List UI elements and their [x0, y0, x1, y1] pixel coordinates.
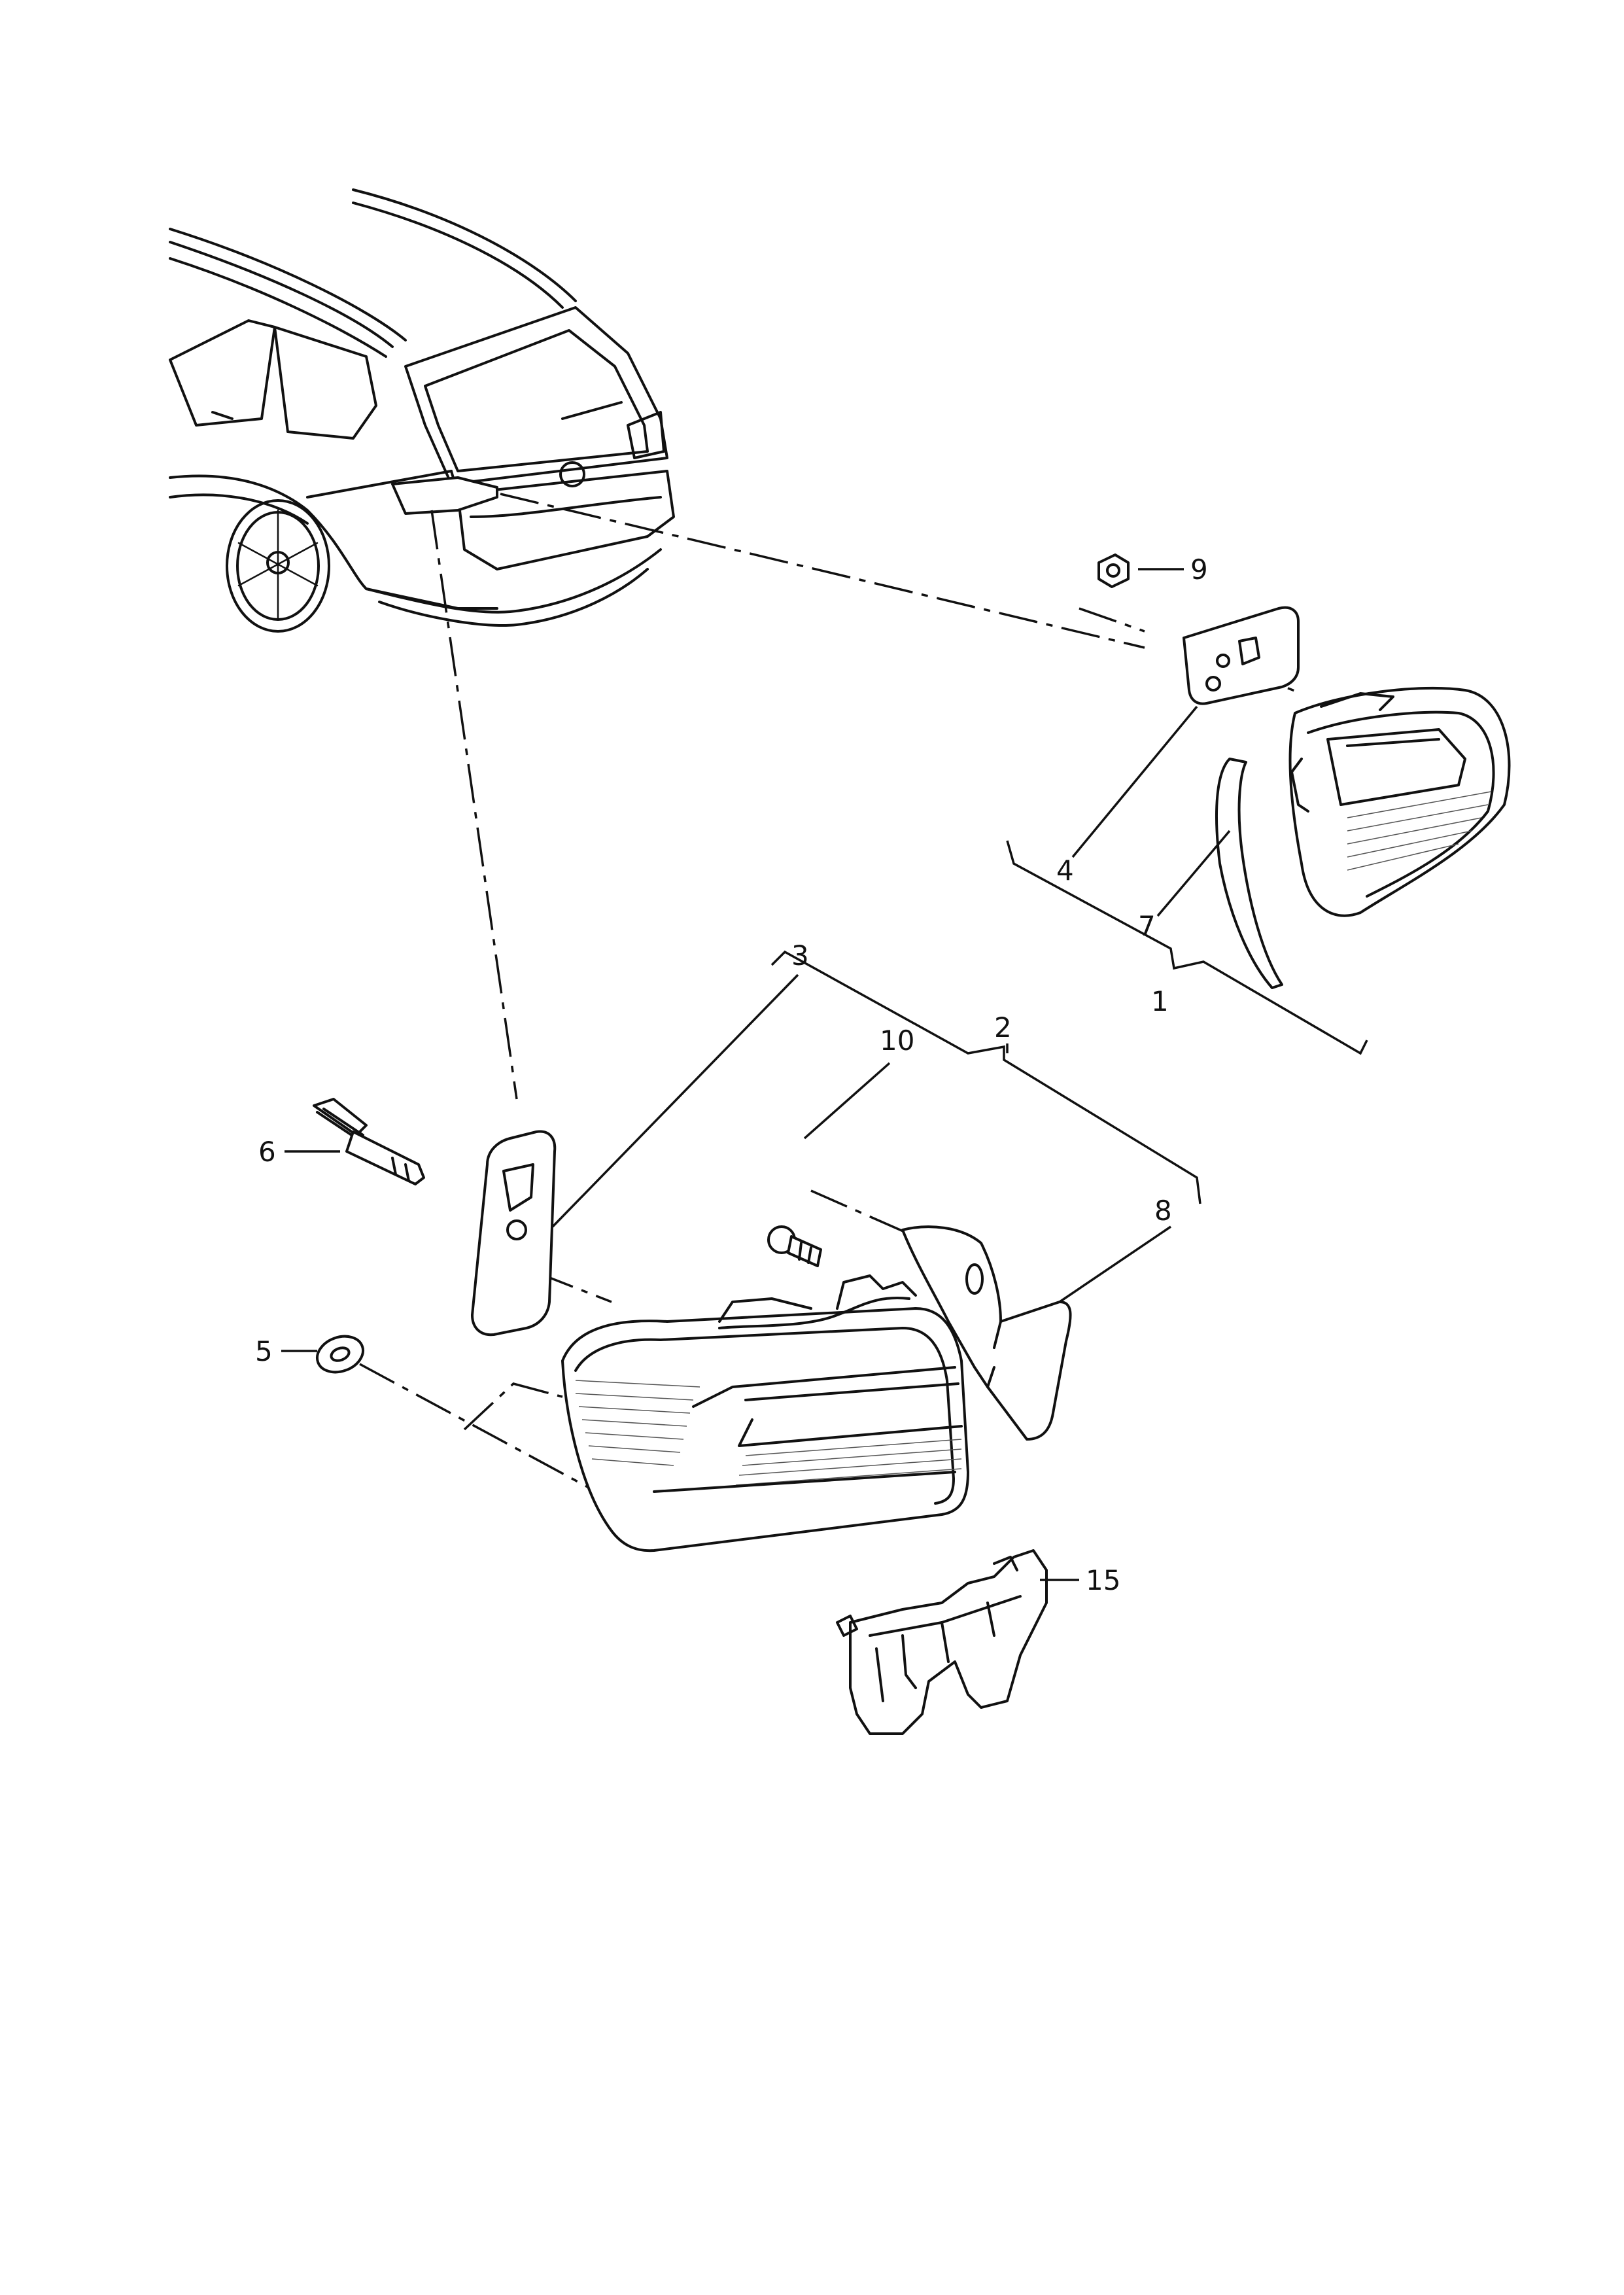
outer-tail-light — [561, 1274, 969, 1552]
washer-5 — [316, 1335, 364, 1374]
callout-8: 8 — [1154, 1195, 1172, 1227]
callout-15: 15 — [1086, 1564, 1120, 1596]
callout-1: 1 — [1151, 985, 1169, 1017]
callout-10: 10 — [880, 1025, 914, 1057]
gasket-8 — [901, 1225, 1072, 1441]
mounting-plate-3 — [471, 1130, 557, 1337]
bolt-10 — [767, 1225, 822, 1267]
callout-3: 3 — [791, 939, 809, 972]
callout-9: 9 — [1190, 553, 1208, 586]
vehicle-illustration — [169, 188, 675, 633]
inner-tail-light — [1288, 686, 1511, 917]
callout-7: 7 — [1138, 910, 1156, 942]
bracket-15 — [836, 1549, 1048, 1735]
callout-5: 5 — [255, 1335, 273, 1367]
callout-4: 4 — [1056, 854, 1074, 886]
bolt-6 — [313, 1098, 425, 1185]
mounting-plate-4 — [1183, 606, 1300, 705]
callout-2: 2 — [994, 1011, 1012, 1043]
leader-lines — [281, 568, 1368, 1581]
nut-9 — [1097, 553, 1130, 588]
gasket-7 — [1215, 758, 1283, 989]
callout-6: 6 — [258, 1136, 276, 1168]
